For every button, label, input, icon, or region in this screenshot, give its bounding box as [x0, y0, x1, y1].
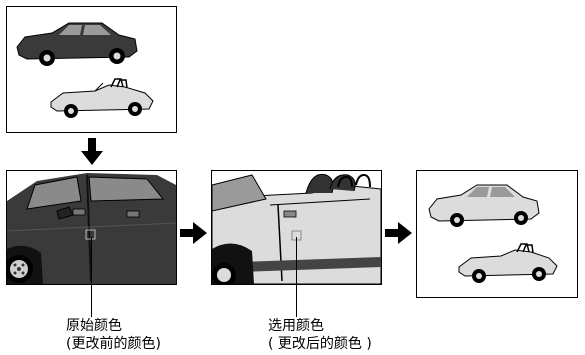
selected-color-label: 选用颜色 ( 更改后的颜色 ) [268, 317, 372, 353]
selected-color-subtitle: ( 更改后的颜色 ) [268, 336, 372, 352]
light-convertible-icon [458, 243, 558, 283]
dark-sedan-icon [16, 22, 138, 66]
original-cars-illustration [16, 22, 154, 118]
original-color-label: 原始颜色 (更改前的颜色) [66, 317, 161, 353]
selected-color-leader-line [296, 237, 297, 317]
light-car-closeup-illustration [212, 171, 381, 284]
original-color-leader-line [91, 237, 92, 317]
original-color-title: 原始颜色 [66, 318, 122, 334]
right-arrow-icon [180, 222, 207, 244]
selected-color-panel [211, 170, 382, 285]
right-arrow-icon [385, 222, 412, 244]
light-sedan-icon [428, 184, 540, 227]
result-image-panel [416, 170, 578, 298]
result-cars-illustration [428, 184, 558, 283]
light-convertible-icon [50, 78, 154, 118]
original-image-panel [6, 6, 177, 133]
selected-color-title: 选用颜色 [268, 318, 324, 334]
down-arrow-icon [81, 138, 103, 165]
original-color-subtitle: (更改前的颜色) [66, 336, 161, 352]
